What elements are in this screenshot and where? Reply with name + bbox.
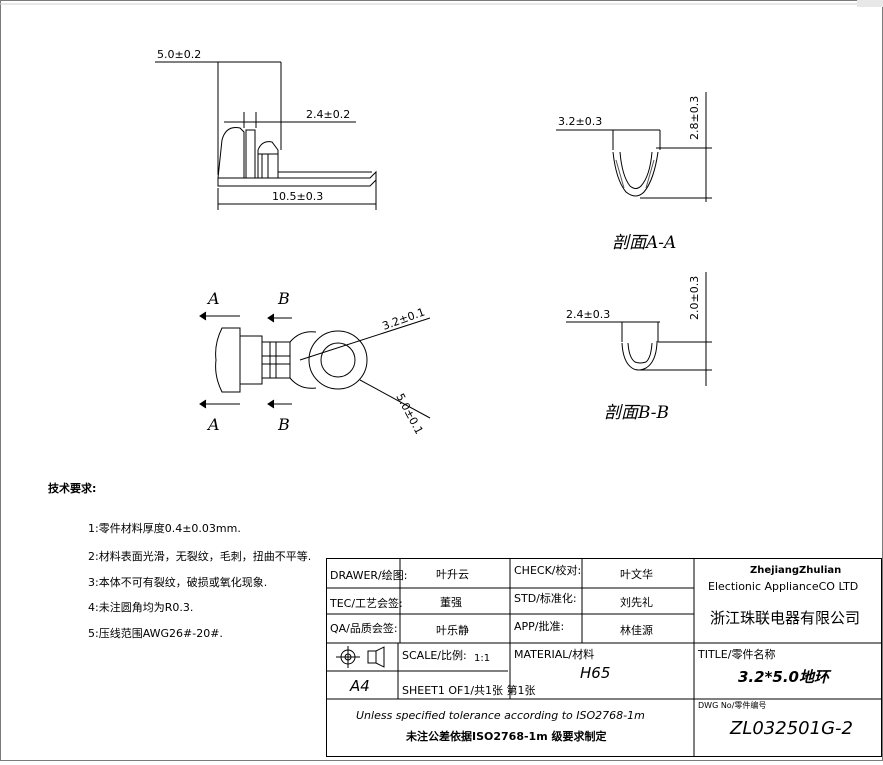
requirement-item-1: 1:零件材料厚度0.4±0.03mm.	[88, 522, 241, 535]
dwg-label: DWG No/零件编号	[698, 701, 767, 710]
dim-aa-width: 3.2±0.3	[558, 115, 602, 128]
section-bb-view	[566, 272, 712, 386]
requirement-item-2: 2:材料表面光滑，无裂纹，毛刺，扭曲不平等.	[88, 550, 312, 563]
top-view	[199, 311, 431, 419]
dim-ring-outer: 5.0±0.1	[393, 391, 425, 436]
company-name-en-1: ZhejiangZhulian	[750, 565, 842, 576]
material-label: MATERIAL/材料	[514, 648, 595, 661]
section-mark-b-bottom: B	[277, 415, 290, 434]
dim-bb-width: 2.4±0.3	[566, 308, 610, 321]
company-name-cn: 浙江珠联电器有限公司	[710, 609, 861, 627]
app-value: 林佳源	[620, 624, 653, 637]
check-value: 叶文华	[620, 568, 653, 581]
material-value: H65	[580, 664, 611, 682]
dim-ring-inner: 3.2±0.1	[381, 305, 427, 332]
dim-side-width: 5.0±0.2	[157, 48, 201, 61]
dim-side-slot: 2.4±0.2	[306, 108, 350, 121]
requirement-item-3: 3:本体不可有裂纹，破损或氧化现象.	[88, 576, 268, 589]
scale-value: 1:1	[474, 653, 491, 664]
dim-bb-height: 2.0±0.3	[688, 276, 701, 320]
title-block-grid	[326, 558, 882, 757]
company-name-en-2: Electionic ApplianceCO LTD	[708, 580, 859, 593]
title-label: TITLE/零件名称	[698, 648, 776, 661]
section-aa-view	[556, 92, 712, 202]
drawer-label: DRAWER/绘图:	[330, 569, 408, 582]
side-view	[155, 61, 377, 210]
tec-label: TEC/工艺会签:	[330, 597, 403, 610]
sheet-text: SHEET1 OF1/共1张 第1张	[402, 684, 536, 697]
qa-value: 叶乐静	[436, 624, 469, 637]
section-mark-b-top: B	[277, 289, 290, 308]
tolerance-note-cn: 未注公差依据ISO2768-1m 级要求制定	[406, 730, 607, 743]
section-bb-title: 剖面B-B	[604, 403, 669, 423]
std-value: 刘先礼	[620, 596, 653, 609]
dim-side-length: 10.5±0.3	[272, 190, 323, 203]
tolerance-note-en: Unless specified tolerance according to …	[356, 709, 645, 722]
requirements-heading: 技术要求:	[48, 482, 97, 495]
requirement-item-5: 5:压线范围AWG26#-20#.	[88, 627, 223, 640]
paper-size: A4	[350, 677, 370, 695]
std-label: STD/标准化:	[514, 592, 577, 605]
check-label: CHECK/校对:	[514, 564, 582, 577]
app-label: APP/批准:	[514, 620, 565, 633]
dim-aa-height: 2.8±0.3	[688, 96, 701, 140]
requirement-item-4: 4:未注圆角均为R0.3.	[88, 601, 194, 614]
drawer-value: 叶升云	[436, 568, 469, 581]
section-mark-a-top: A	[206, 289, 220, 308]
section-aa-title: 剖面A-A	[612, 233, 676, 253]
tec-value: 董强	[440, 596, 462, 609]
scale-label: SCALE/比例:	[402, 649, 467, 662]
part-title-value: 3.2*5.0地环	[738, 668, 829, 686]
qa-label: QA/品质会签:	[330, 622, 398, 635]
section-mark-a-bottom: A	[206, 415, 220, 434]
dwg-number: ZL032501G-2	[730, 718, 853, 739]
